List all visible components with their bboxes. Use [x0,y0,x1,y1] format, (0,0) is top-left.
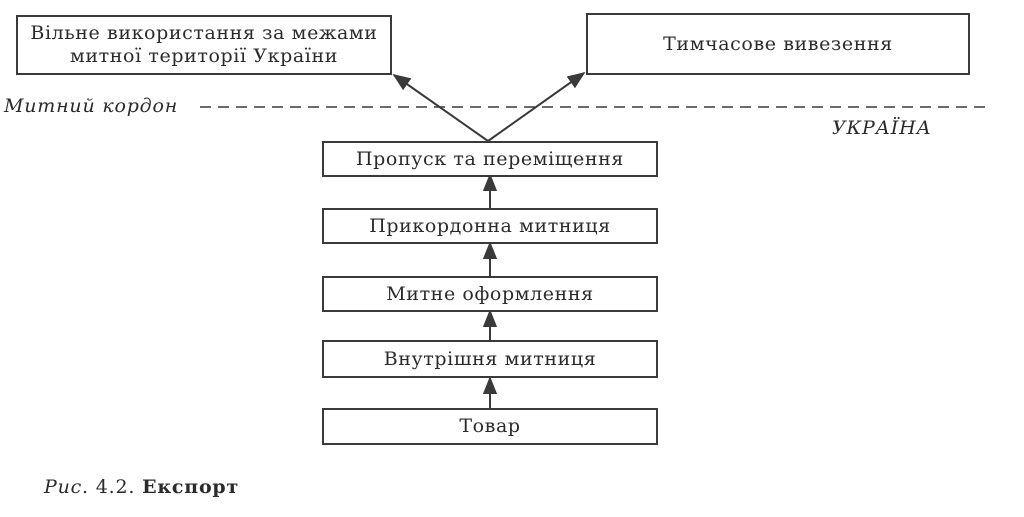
caption-prefix: Рис. [44,476,89,498]
customs-clearance-label: Митне оформлення [386,282,594,305]
caption-number: 4.2. [95,476,136,498]
goods-box: Товар [322,408,658,445]
country-label: УКРАЇНА [832,117,932,139]
pass-move-label: Пропуск та переміщення [355,147,625,170]
customs-border-label: Митний кордон [4,95,179,117]
temporary-export-box: Тимчасове вивезення [586,13,970,75]
caption-title: Експорт [142,476,240,498]
internal-customs-box: Внутрішня митниця [322,340,658,378]
border-customs-label: Прикордонна митниця [369,214,611,237]
figure-caption: Рис. 4.2. Експорт [44,476,239,498]
arrow-to-free-use [392,73,489,142]
internal-customs-label: Внутрішня митниця [383,347,597,370]
free-use-box: Вільне використання за межами митної тер… [16,15,392,75]
goods-label: Товар [459,415,521,438]
temporary-export-label: Тимчасове вивезення [663,32,893,55]
free-use-line-2: митної території України [70,45,338,67]
arrow-to-temporary-export [487,71,586,142]
border-customs-box: Прикордонна митниця [322,208,658,244]
free-use-line-1: Вільне використання за межами [30,22,378,45]
customs-clearance-box: Митне оформлення [322,276,658,312]
pass-move-box: Пропуск та переміщення [322,141,658,177]
